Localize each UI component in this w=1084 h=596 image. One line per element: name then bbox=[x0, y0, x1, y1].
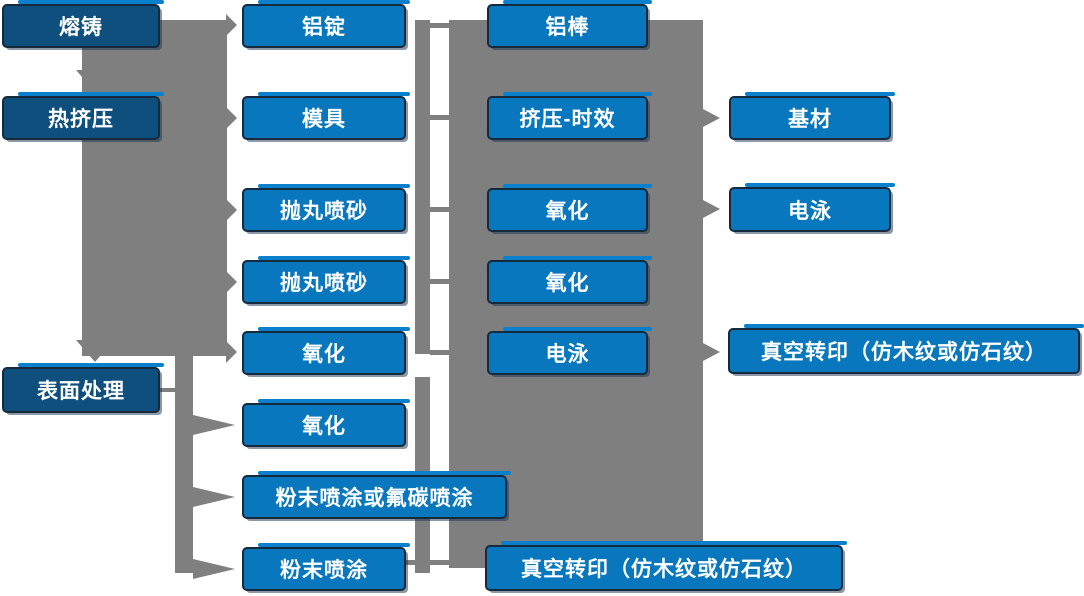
node-label-oxidation-1: 氧化 bbox=[302, 343, 346, 366]
node-vacuum-transfer-1: 真空转印（仿木纹或仿石纹） bbox=[485, 541, 847, 591]
node-label-oxidation-2: 氧化 bbox=[302, 415, 346, 438]
node-label-powder-coating: 粉末喷涂 bbox=[280, 559, 368, 582]
arrow-right-row2-icon bbox=[226, 107, 237, 129]
arrow-right-row7-icon bbox=[193, 487, 235, 507]
node-powder-coating: 粉末喷涂 bbox=[242, 543, 410, 591]
node-electrophoresis-2: 电泳 bbox=[729, 183, 895, 232]
arrow-right-row4-icon bbox=[226, 271, 237, 293]
node-label-mold: 模具 bbox=[302, 108, 346, 131]
node-base-material: 基材 bbox=[729, 92, 895, 140]
node-oxidation-4: 氧化 bbox=[487, 256, 652, 304]
node-oxidation-1: 氧化 bbox=[242, 327, 410, 375]
node-powder-or-fluorocarbon-coating: 粉末喷涂或氟碳喷涂 bbox=[242, 471, 511, 519]
arrow-to-vacuum-transfer-icon bbox=[703, 343, 720, 361]
node-label-shot-blasting-1: 抛丸喷砂 bbox=[280, 200, 368, 223]
node-shot-blasting-2: 抛丸喷砂 bbox=[242, 256, 410, 304]
stub-row3-connector bbox=[430, 207, 450, 212]
node-melting: 熔铸 bbox=[2, 0, 164, 48]
node-extrusion-aging: 挤压-时效 bbox=[487, 92, 652, 140]
node-label-electrophoresis-2: 电泳 bbox=[788, 199, 832, 223]
stub-row1-connector bbox=[430, 23, 450, 28]
node-label-hot-extrusion: 热挤压 bbox=[48, 108, 114, 131]
node-label-vacuum-transfer-1: 真空转印（仿木纹或仿石纹） bbox=[521, 558, 807, 581]
node-aluminum-ingot: 铝锭 bbox=[242, 0, 410, 48]
node-vacuum-transfer-2: 真空转印（仿木纹或仿石纹） bbox=[728, 324, 1084, 374]
arrow-right-row5-icon bbox=[226, 341, 237, 363]
node-label-oxidation-3: 氧化 bbox=[545, 200, 590, 223]
node-label-aluminum-ingot: 铝锭 bbox=[302, 16, 346, 39]
node-label-aluminum-rod: 铝棒 bbox=[545, 16, 590, 39]
stub-surface-treatment-connector bbox=[160, 388, 176, 392]
arrow-right-row1-icon bbox=[226, 14, 237, 36]
node-label-melting: 熔铸 bbox=[59, 16, 103, 39]
arrow-down-to-hot-extrusion bbox=[76, 70, 114, 92]
node-label-shot-blasting-2: 抛丸喷砂 bbox=[280, 272, 368, 295]
node-hot-extrusion: 热挤压 bbox=[2, 92, 164, 140]
node-label-oxidation-4: 氧化 bbox=[545, 272, 590, 295]
trunk-lower-connector bbox=[175, 356, 193, 573]
stub-row5-connector bbox=[430, 350, 450, 355]
arrow-down-to-surface-treatment bbox=[76, 340, 114, 362]
node-electrophoresis-1: 电泳 bbox=[487, 327, 652, 375]
mid-bar-upper-connector bbox=[415, 20, 430, 354]
arrow-to-base-material-icon bbox=[703, 109, 720, 127]
stub-row8-connector bbox=[406, 560, 450, 565]
node-label-base-material: 基材 bbox=[788, 108, 832, 131]
stub-row4-connector bbox=[430, 279, 450, 284]
node-surface-treatment: 表面处理 bbox=[2, 363, 164, 413]
stub-row2-connector bbox=[430, 115, 450, 120]
node-mold: 模具 bbox=[242, 92, 410, 140]
node-label-electrophoresis-1: 电泳 bbox=[545, 343, 590, 366]
node-shot-blasting-1: 抛丸喷砂 bbox=[242, 184, 410, 232]
node-label-extrusion-aging: 挤压-时效 bbox=[519, 108, 616, 131]
node-label-powder-or-fluorocarbon-coating: 粉末喷涂或氟碳喷涂 bbox=[275, 487, 474, 510]
arrow-to-electrophoresis-icon bbox=[703, 200, 720, 218]
arrow-right-row8-icon bbox=[193, 559, 235, 579]
node-aluminum-rod: 铝棒 bbox=[487, 0, 652, 48]
arrow-right-row6-icon bbox=[193, 415, 235, 435]
node-oxidation-2: 氧化 bbox=[242, 399, 410, 447]
node-oxidation-3: 氧化 bbox=[487, 184, 652, 232]
arrow-right-row3-icon bbox=[226, 199, 237, 221]
node-label-surface-treatment: 表面处理 bbox=[37, 380, 125, 403]
node-label-vacuum-transfer-2: 真空转印（仿木纹或仿石纹） bbox=[761, 341, 1047, 364]
